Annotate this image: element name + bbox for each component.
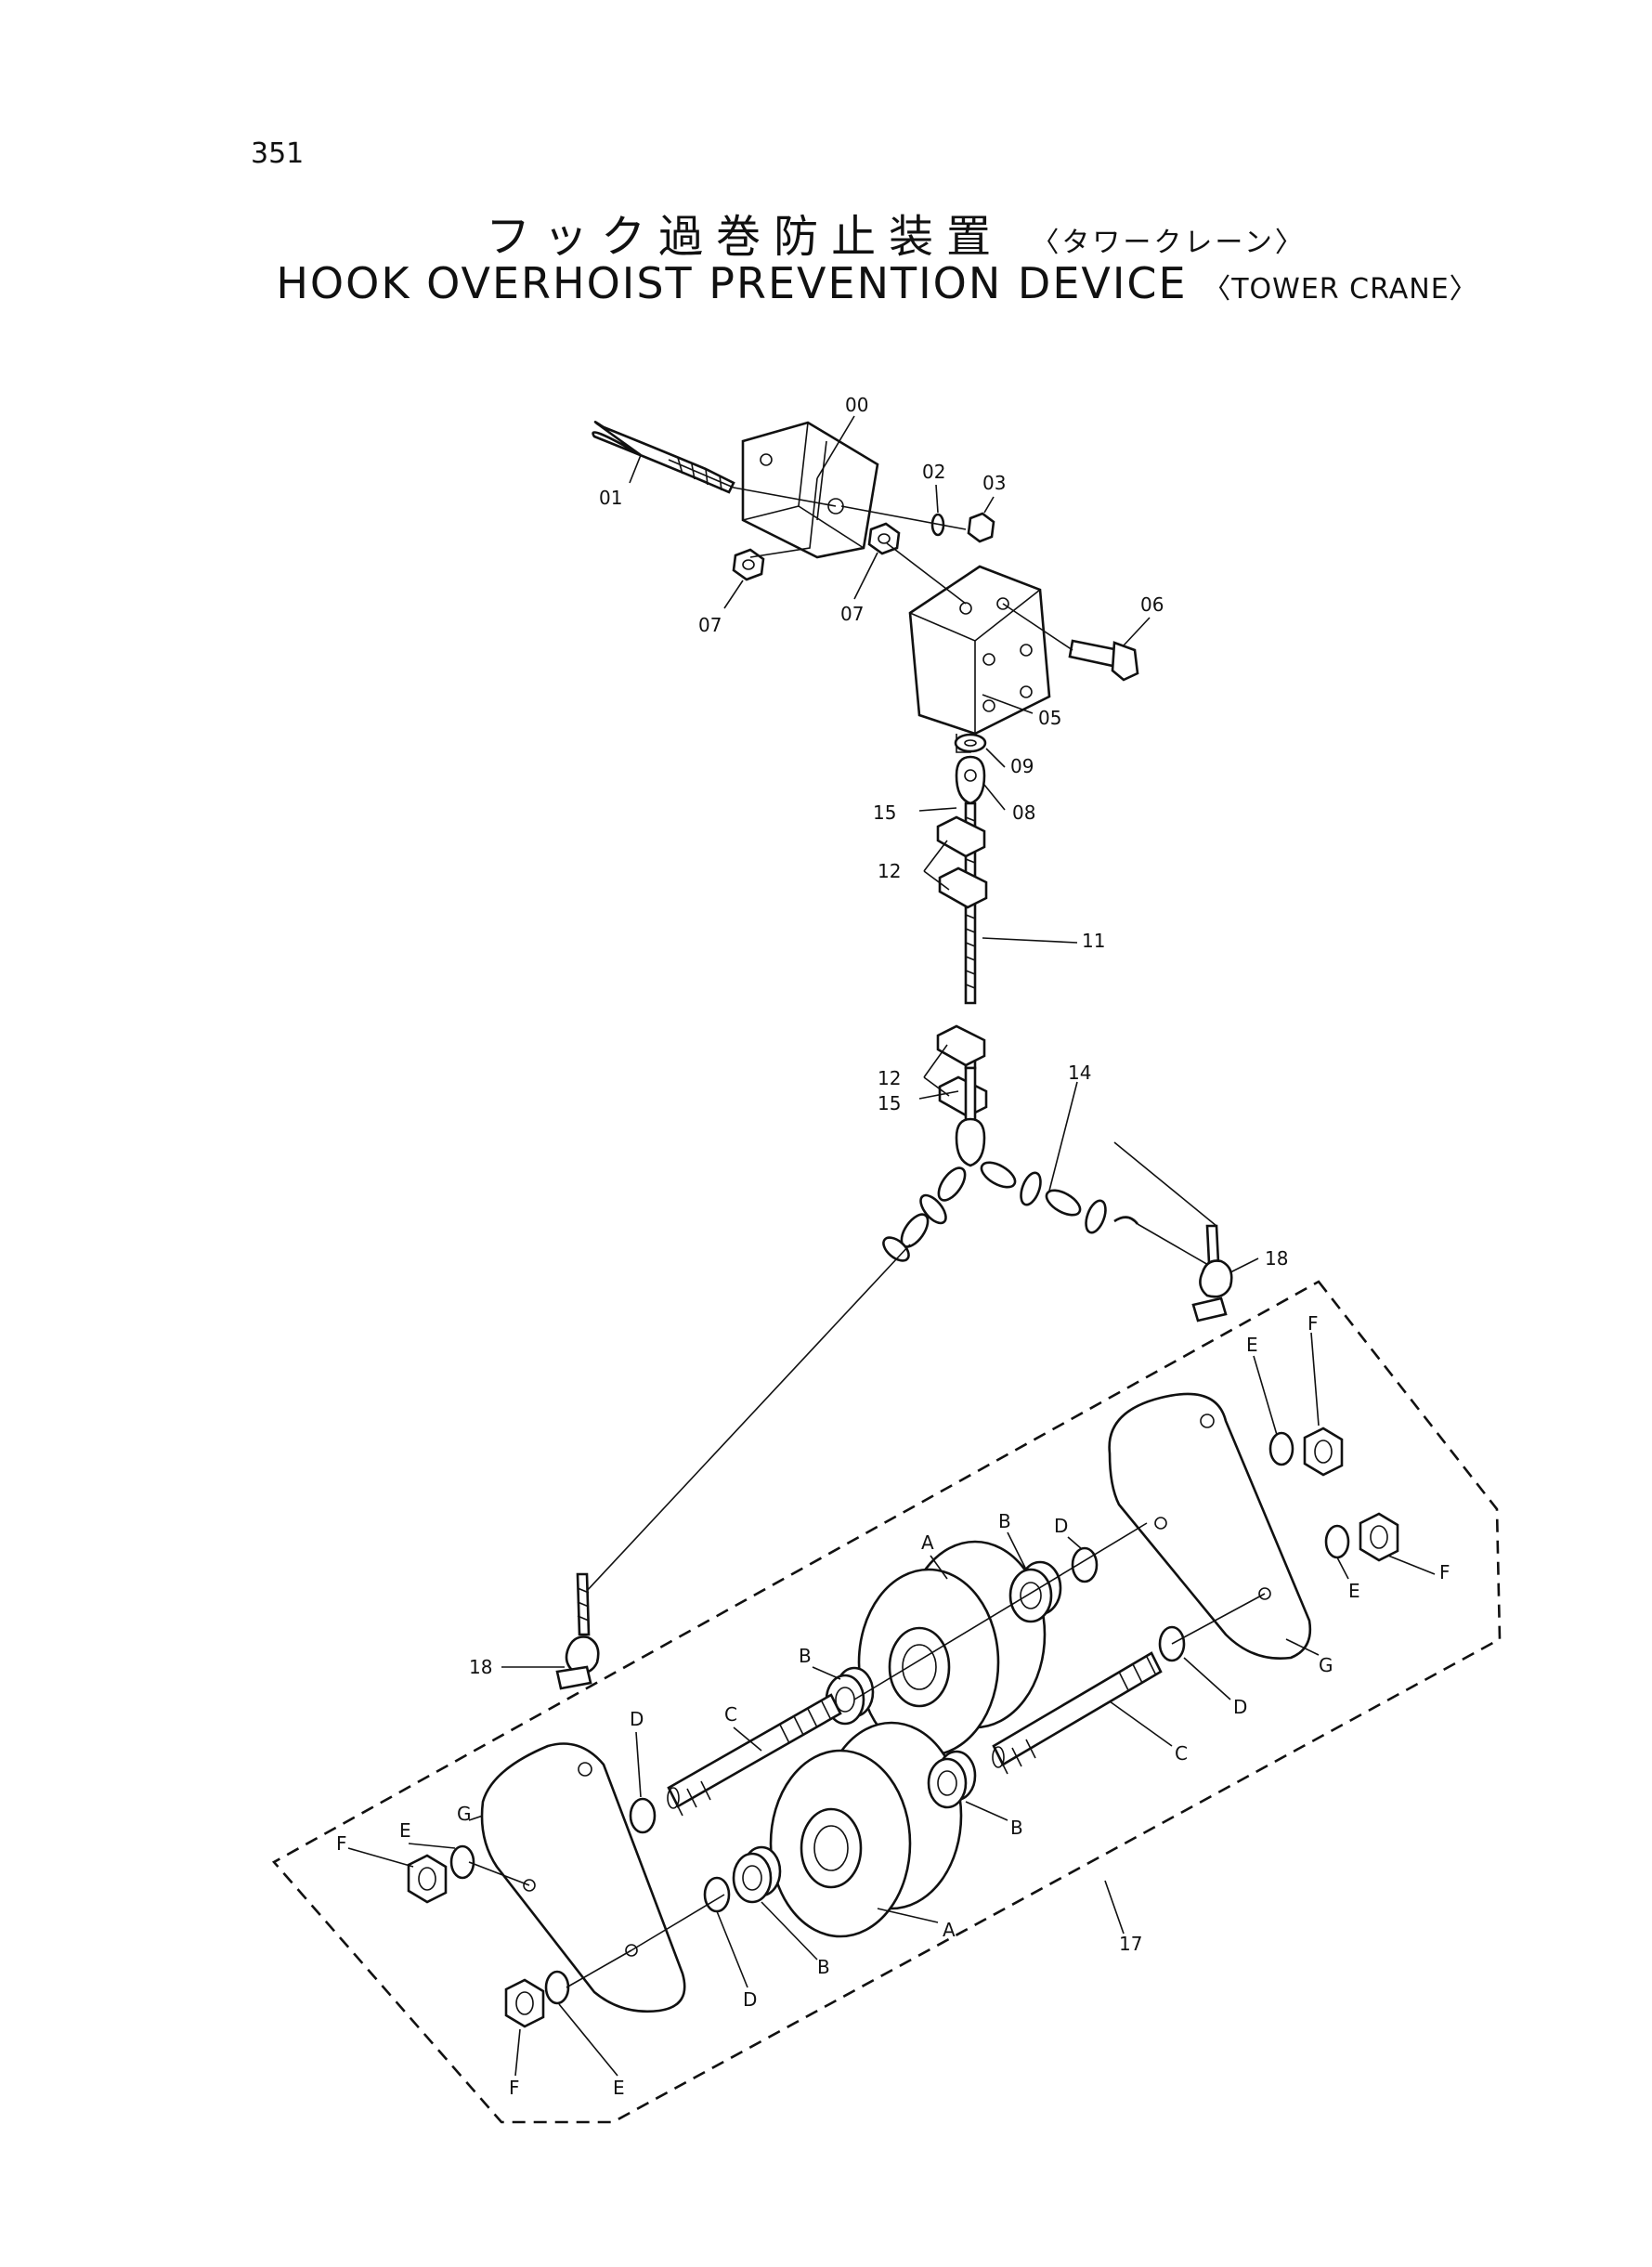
callout-f-1: F xyxy=(1307,1312,1319,1335)
assembly-boundary-17 xyxy=(271,1280,1502,2124)
bolt-06 xyxy=(1068,639,1139,682)
lock-washer-e-1 xyxy=(1268,1431,1294,1466)
callout-d-1: D xyxy=(1054,1515,1068,1537)
callout-08: 08 xyxy=(1012,801,1035,824)
side-plate-g-right xyxy=(1108,1392,1312,1660)
callout-18-left: 18 xyxy=(469,1656,492,1678)
callout-g-right: G xyxy=(1319,1654,1333,1676)
line-chain-to-left-shackle xyxy=(584,1244,911,1594)
callout-d-4: D xyxy=(743,1988,757,2011)
sheave-a-upper xyxy=(857,1540,1047,1757)
lock-washer-e-4 xyxy=(544,1970,570,2005)
callout-b-4: B xyxy=(817,1956,830,1978)
callout-a-lower: A xyxy=(943,1919,956,1941)
callout-15-upper: 15 xyxy=(873,801,896,824)
centerline-block-bolt xyxy=(886,542,1073,651)
centerline-upper-shaft xyxy=(853,1522,1148,1700)
callout-12-lower: 12 xyxy=(878,1067,901,1089)
callout-a-upper: A xyxy=(921,1531,934,1554)
callout-15-lower: 15 xyxy=(878,1092,901,1114)
callout-07-left: 07 xyxy=(698,614,722,636)
title-en-sub: 〈TOWER CRANE〉 xyxy=(1203,273,1478,306)
shackle-15-lower xyxy=(955,1117,986,1167)
callout-f-4: F xyxy=(509,2077,520,2099)
shackle-08 xyxy=(955,755,986,805)
nut-f-1 xyxy=(1303,1427,1344,1477)
callout-f-2: F xyxy=(1439,1561,1450,1583)
clamp-12-upper xyxy=(936,815,988,909)
lock-washer-e-3 xyxy=(449,1844,475,1880)
washer-d-3 xyxy=(629,1797,657,1834)
callout-c-right: C xyxy=(1175,1742,1188,1765)
lock-washer-e-2 xyxy=(1324,1524,1350,1559)
callout-03: 03 xyxy=(982,472,1006,494)
centerline-lower-plate xyxy=(566,1949,632,1988)
callout-c-left: C xyxy=(724,1703,737,1726)
shaft-c-left xyxy=(667,1693,842,1817)
callout-e-3: E xyxy=(399,1819,411,1842)
nut-03 xyxy=(967,512,995,543)
leader-lines xyxy=(501,415,1259,1668)
callout-18-right: 18 xyxy=(1265,1247,1288,1270)
callout-07-right: 07 xyxy=(840,603,864,625)
callout-01: 01 xyxy=(599,487,622,509)
title-jp-main: フック過巻防止装置 xyxy=(486,211,1005,263)
nut-f-2 xyxy=(1359,1512,1399,1562)
callout-00: 00 xyxy=(845,394,868,416)
sheave-a-lower xyxy=(769,1721,963,1938)
callout-e-1: E xyxy=(1246,1334,1258,1356)
callout-g-left: G xyxy=(457,1803,472,1825)
callout-06: 06 xyxy=(1140,593,1164,616)
callout-d-2: D xyxy=(1233,1696,1247,1718)
bracket-block-05 xyxy=(908,565,1051,753)
callout-b-2: B xyxy=(799,1645,812,1667)
callout-02: 02 xyxy=(922,461,945,483)
chain-14 xyxy=(882,1161,1139,1262)
centerline-lower-shaft xyxy=(631,1894,725,1951)
bushing-b-1 xyxy=(1008,1560,1062,1623)
callout-b-1: B xyxy=(998,1510,1011,1532)
callout-b-3: B xyxy=(1010,1817,1023,1839)
callout-17: 17 xyxy=(1119,1933,1142,1955)
centerline-right-plate xyxy=(1171,1593,1266,1645)
callout-05: 05 xyxy=(1038,707,1061,729)
washer-09 xyxy=(954,733,987,753)
title-japanese: フック過巻防止装置 〈タワークレーン〉 xyxy=(0,200,1652,265)
centerline-bolt-01 xyxy=(733,487,837,507)
shackle-18-right xyxy=(1191,1224,1233,1322)
callout-f-3: F xyxy=(336,1832,347,1855)
switch-box-00 xyxy=(741,421,879,559)
callout-12-upper: 12 xyxy=(878,860,901,882)
title-jp-sub: 〈タワークレーン〉 xyxy=(1031,227,1306,259)
callout-09: 09 xyxy=(1010,755,1034,777)
centerline-left-plate xyxy=(468,1861,530,1886)
shaft-c-right xyxy=(992,1651,1163,1775)
washer-d-4 xyxy=(703,1876,731,1913)
bolt-01 xyxy=(592,420,735,494)
callout-14: 14 xyxy=(1068,1062,1091,1084)
title-english: HOOK OVERHOIST PREVENTION DEVICE 〈TOWER … xyxy=(0,258,1652,308)
nut-f-4 xyxy=(504,1978,545,2028)
clamp-12-lower xyxy=(936,1024,988,1126)
bushing-b-3 xyxy=(927,1750,977,1809)
side-plate-g-left xyxy=(480,1742,686,2013)
nut-07-left xyxy=(732,548,765,581)
letter-leader-lines xyxy=(347,1332,1436,2077)
bushing-b-4 xyxy=(732,1845,782,1904)
shackle-18-left xyxy=(555,1572,600,1690)
centerline-top-nut xyxy=(840,505,967,530)
callout-e-4: E xyxy=(613,2077,625,2099)
title-en-main: HOOK OVERHOIST PREVENTION DEVICE xyxy=(276,258,1188,308)
page-number: 351 xyxy=(251,137,305,170)
nut-f-3 xyxy=(407,1854,448,1904)
callout-e-2: E xyxy=(1348,1580,1360,1602)
callout-d-3: D xyxy=(630,1708,644,1730)
callout-11: 11 xyxy=(1082,930,1105,952)
